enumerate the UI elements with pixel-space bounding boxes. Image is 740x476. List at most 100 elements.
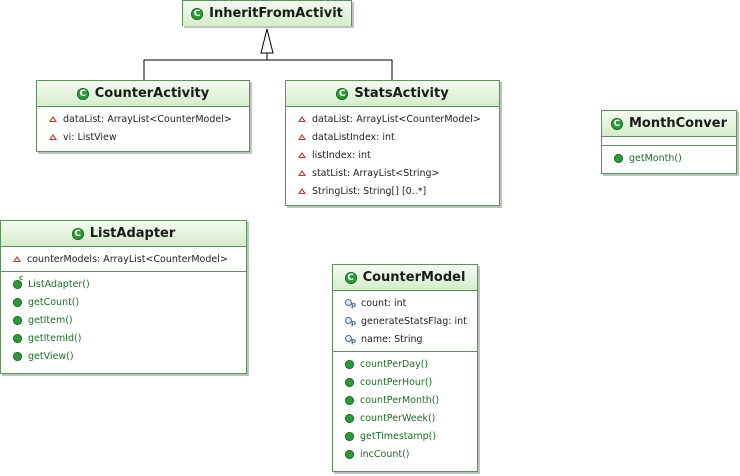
class-icon: C <box>336 87 349 100</box>
class-header: C CounterActivity <box>37 81 249 107</box>
package-visibility-icon <box>13 256 21 262</box>
class-icon: C <box>71 227 84 240</box>
method-label: getTimestamp() <box>360 430 437 442</box>
public-method-icon <box>345 431 354 441</box>
attribute-row: dataListIndex: int <box>286 128 499 146</box>
class-icon: C <box>344 271 357 284</box>
attribute-row: p count: int <box>333 294 477 312</box>
method-row: getItem() <box>1 311 246 329</box>
attribute-row: dataList: ArrayList<CounterModel> <box>286 110 499 128</box>
class-header: C ListAdapter <box>1 221 246 247</box>
empty-attributes-section <box>602 137 736 145</box>
method-row: getTimestamp() <box>333 427 477 445</box>
public-method-icon <box>13 333 22 343</box>
generalization-line-stats <box>267 59 393 80</box>
method-label: getItem() <box>28 314 73 326</box>
method-row: getCount() <box>1 293 246 311</box>
property-field-icon: p <box>345 298 356 309</box>
method-label: ListAdapter() <box>28 278 90 290</box>
class-icon: C <box>191 7 204 20</box>
class-header: C InheritFromActivit <box>183 1 351 26</box>
attribute-label: StringList: String[] [0..*] <box>312 185 427 197</box>
attribute-label: count: int <box>361 297 407 309</box>
attribute-row: vi: ListView <box>37 128 249 146</box>
property-field-icon: p <box>345 334 356 345</box>
class-counter-activity[interactable]: C CounterActivity dataList: ArrayList<Co… <box>36 80 250 152</box>
class-name: ListAdapter <box>89 226 176 241</box>
class-month-conver[interactable]: C MonthConver getMonth() <box>601 110 737 174</box>
attribute-label: generateStatsFlag: int <box>361 315 467 327</box>
method-row: countPerMonth() <box>333 391 477 409</box>
public-method-icon <box>345 395 354 405</box>
attribute-label: statList: ArrayList<String> <box>312 167 440 179</box>
attribute-label: dataList: ArrayList<CounterModel> <box>312 113 481 125</box>
method-label: countPerDay() <box>360 358 429 370</box>
class-list-adapter[interactable]: C ListAdapter counterModels: ArrayList<C… <box>0 220 247 374</box>
class-inherit-from-activity[interactable]: C InheritFromActivit <box>182 0 352 26</box>
package-visibility-icon <box>49 116 57 122</box>
class-header: C StatsActivity <box>286 81 499 107</box>
attribute-label: counterModels: ArrayList<CounterModel> <box>27 253 228 265</box>
attributes-section: dataList: ArrayList<CounterModel> dataLi… <box>286 107 499 203</box>
public-method-icon <box>13 315 22 325</box>
attribute-row: counterModels: ArrayList<CounterModel> <box>1 250 246 268</box>
attribute-row: statList: ArrayList<String> <box>286 164 499 182</box>
class-name: StatsActivity <box>354 86 449 101</box>
class-header: C CounterModel <box>333 265 477 291</box>
package-visibility-icon <box>298 188 306 194</box>
attribute-label: dataList: ArrayList<CounterModel> <box>63 113 232 125</box>
class-counter-model[interactable]: C CounterModel p count: int p generateStat… <box>332 264 478 472</box>
class-name: CounterModel <box>362 270 466 285</box>
attributes-section: dataList: ArrayList<CounterModel> vi: Li… <box>37 107 249 149</box>
class-name: MonthConver <box>628 116 728 131</box>
method-label: incCount() <box>360 448 410 460</box>
package-visibility-icon <box>298 170 306 176</box>
method-label: countPerWeek() <box>360 412 436 424</box>
attribute-row: dataList: ArrayList<CounterModel> <box>37 110 249 128</box>
method-row: incCount() <box>333 445 477 463</box>
public-method-icon <box>345 449 354 459</box>
public-method-icon <box>13 297 22 307</box>
public-method-icon <box>614 153 623 163</box>
package-visibility-icon <box>298 134 306 140</box>
attribute-label: vi: ListView <box>63 131 117 143</box>
attribute-row: p name: String <box>333 330 477 348</box>
method-row: ListAdapter() <box>1 274 246 293</box>
constructor-icon <box>13 274 23 289</box>
class-name: CounterActivity <box>94 86 210 101</box>
class-icon: C <box>610 117 623 130</box>
method-label: getItemId() <box>28 332 82 344</box>
attribute-row: listIndex: int <box>286 146 499 164</box>
package-visibility-icon <box>298 116 306 122</box>
attribute-row: StringList: String[] [0..*] <box>286 182 499 200</box>
class-header: C MonthConver <box>602 111 736 137</box>
attribute-label: listIndex: int <box>312 149 371 161</box>
property-field-icon: p <box>345 316 356 327</box>
class-icon: C <box>76 87 89 100</box>
attribute-row: p generateStatsFlag: int <box>333 312 477 330</box>
generalization-line-counter <box>143 59 267 80</box>
generalization-arrowhead <box>260 28 274 54</box>
method-label: countPerMonth() <box>360 394 440 406</box>
method-row: getItemId() <box>1 329 246 347</box>
method-label: getView() <box>28 350 74 362</box>
methods-section: getMonth() <box>602 145 736 170</box>
public-method-icon <box>345 359 354 369</box>
package-visibility-icon <box>49 134 57 140</box>
package-visibility-icon <box>298 152 306 158</box>
method-row: countPerHour() <box>333 373 477 391</box>
methods-section: countPerDay() countPerHour() countPerMon… <box>333 351 477 466</box>
attributes-section: counterModels: ArrayList<CounterModel> <box>1 247 246 271</box>
method-row: getView() <box>1 347 246 365</box>
class-stats-activity[interactable]: C StatsActivity dataList: ArrayList<Coun… <box>285 80 500 206</box>
attribute-label: name: String <box>361 333 423 345</box>
method-row: getMonth() <box>602 149 736 167</box>
public-method-icon <box>345 377 354 387</box>
public-method-icon <box>345 413 354 423</box>
method-row: countPerWeek() <box>333 409 477 427</box>
public-method-icon <box>13 351 22 361</box>
method-row: countPerDay() <box>333 355 477 373</box>
attribute-label: dataListIndex: int <box>312 131 395 143</box>
